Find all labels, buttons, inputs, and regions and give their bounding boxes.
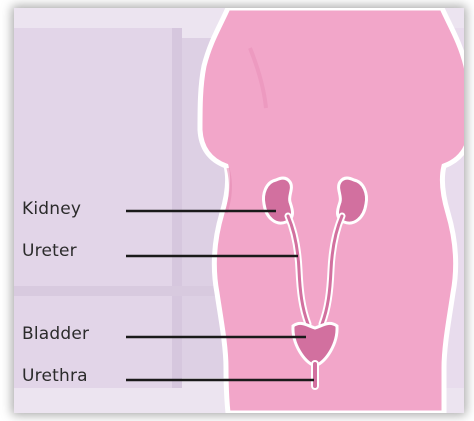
ureter-label: Ureter — [22, 241, 77, 261]
urinary-system-illustration — [14, 8, 464, 413]
diagram-panel: Kidney Ureter Bladder Urethra — [14, 8, 464, 413]
urethra-label: Urethra — [22, 366, 88, 386]
background-window-frame — [172, 28, 182, 388]
kidney-label: Kidney — [22, 199, 81, 219]
bladder-label: Bladder — [22, 324, 89, 344]
